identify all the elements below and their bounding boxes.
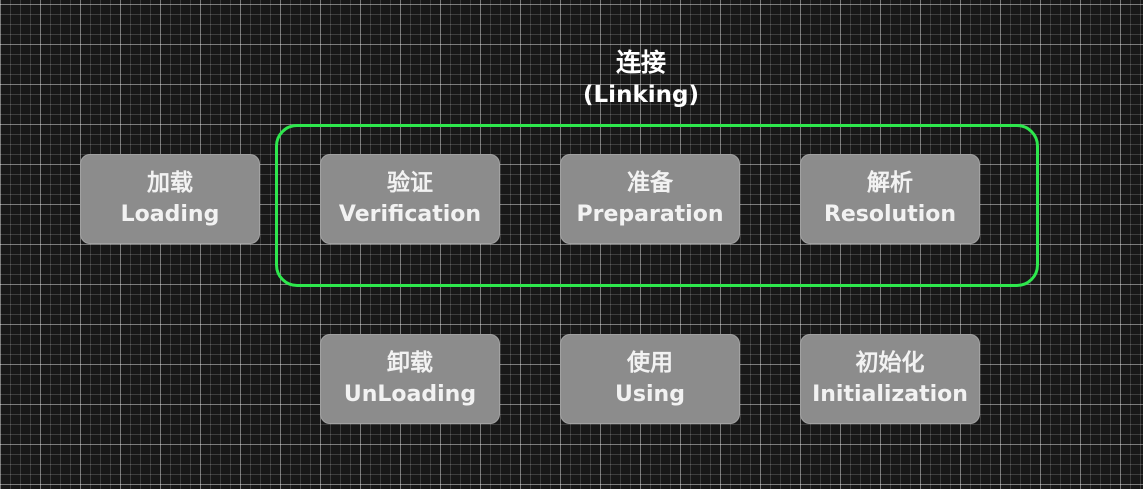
node-preparation-label-en: Preparation: [576, 202, 724, 227]
node-verification[interactable]: 验证 Verification: [320, 154, 500, 244]
node-resolution-label-zh: 解析: [867, 170, 913, 196]
node-unloading-label-zh: 卸载: [387, 350, 433, 376]
linking-group-box: [275, 124, 1039, 287]
node-verification-label-en: Verification: [338, 202, 482, 227]
node-initialization[interactable]: 初始化 Initialization: [800, 334, 980, 424]
node-loading[interactable]: 加载 Loading: [80, 154, 260, 244]
node-verification-label-zh: 验证: [387, 170, 433, 196]
node-loading-label-zh: 加载: [147, 170, 193, 196]
node-initialization-label-en: Initialization: [812, 382, 968, 407]
node-resolution-label-en: Resolution: [823, 202, 957, 227]
node-loading-label-en: Loading: [120, 202, 220, 227]
linking-title-en: (Linking): [583, 82, 699, 108]
node-resolution[interactable]: 解析 Resolution: [800, 154, 980, 244]
node-unloading[interactable]: 卸载 UnLoading: [320, 334, 500, 424]
node-preparation-label-zh: 准备: [627, 170, 673, 196]
linking-group-title: 连接 (Linking): [541, 46, 741, 112]
node-initialization-label-zh: 初始化: [855, 350, 925, 376]
node-using-label-en: Using: [615, 382, 685, 407]
node-using-label-zh: 使用: [627, 350, 673, 376]
node-preparation[interactable]: 准备 Preparation: [560, 154, 740, 244]
linking-title-zh: 连接: [615, 48, 666, 77]
node-unloading-label-en: UnLoading: [343, 382, 477, 407]
node-using[interactable]: 使用 Using: [560, 334, 740, 424]
